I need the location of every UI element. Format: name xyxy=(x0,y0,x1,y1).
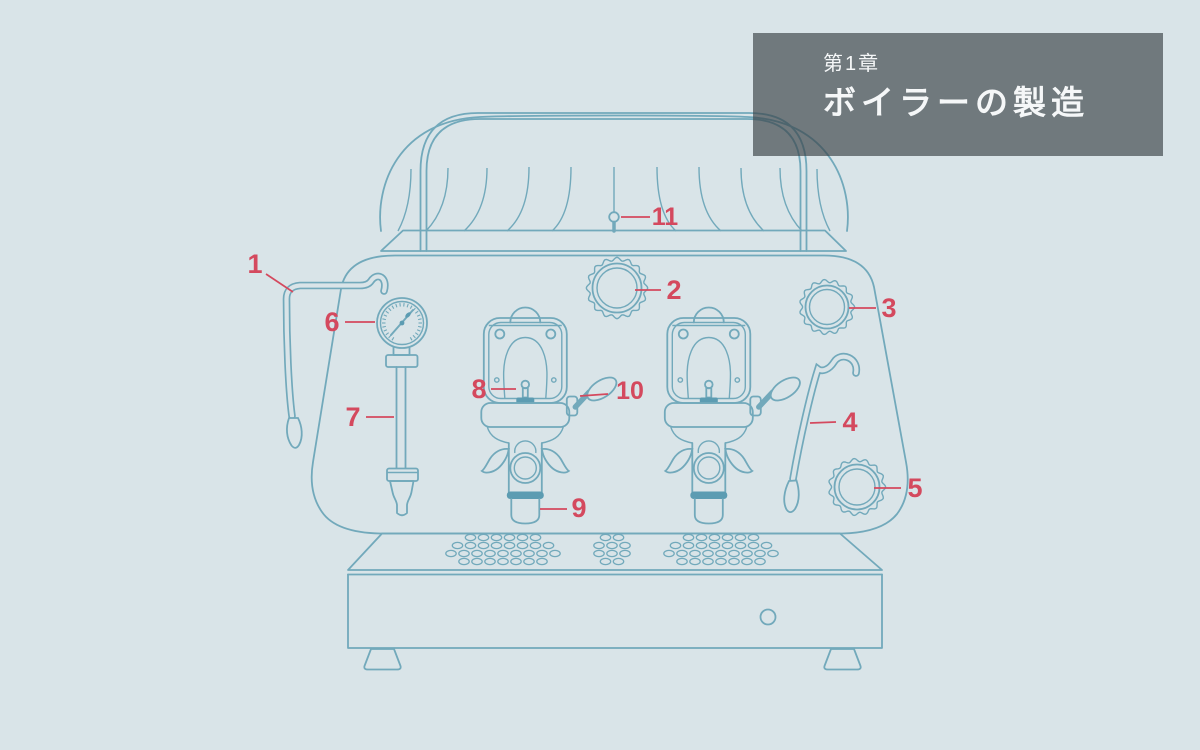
valve-knob-top-center xyxy=(585,256,649,320)
valve-knob-bottom-right xyxy=(828,457,887,517)
left-water-wand xyxy=(282,272,389,449)
steam-nozzle xyxy=(783,479,800,514)
dome-base-plate xyxy=(380,229,847,252)
group-head-right xyxy=(665,308,804,524)
chapter-panel: 第1章 ボイラーの製造 xyxy=(753,33,1163,156)
drip-grate-left xyxy=(445,533,561,566)
wand-nozzle xyxy=(286,417,303,449)
dome-ribs xyxy=(397,166,831,232)
callout-3: 3 xyxy=(881,293,896,323)
right-foot xyxy=(823,648,862,671)
chapter-number: 第1章 xyxy=(823,53,881,75)
callout-6: 6 xyxy=(324,307,339,337)
valve-knob-top-right xyxy=(799,278,856,336)
callout-5: 5 xyxy=(907,473,922,503)
drip-grate-right xyxy=(663,533,779,566)
group-head-left xyxy=(481,308,620,524)
safety-valve xyxy=(608,211,620,233)
callout-10: 10 xyxy=(616,377,644,405)
callout-1: 1 xyxy=(247,249,262,279)
chapter-title: ボイラーの製造 xyxy=(823,84,1089,121)
callouts: 1 2 3 4 5 6 7 8 9 10 11 xyxy=(247,203,922,523)
power-light xyxy=(759,608,777,626)
sight-glass xyxy=(386,366,419,517)
left-foot xyxy=(363,648,402,671)
right-steam-wand xyxy=(783,352,861,514)
callout-8: 8 xyxy=(471,374,486,404)
drip-grate-center xyxy=(593,533,631,566)
gauge-needle xyxy=(390,309,414,336)
callout-7: 7 xyxy=(345,402,360,432)
pressure-gauge xyxy=(376,297,428,368)
callout-11: 11 xyxy=(652,203,679,231)
callout-2: 2 xyxy=(666,275,681,305)
callout-4: 4 xyxy=(842,407,857,437)
callout-9: 9 xyxy=(571,493,586,523)
machine-base xyxy=(347,532,883,671)
